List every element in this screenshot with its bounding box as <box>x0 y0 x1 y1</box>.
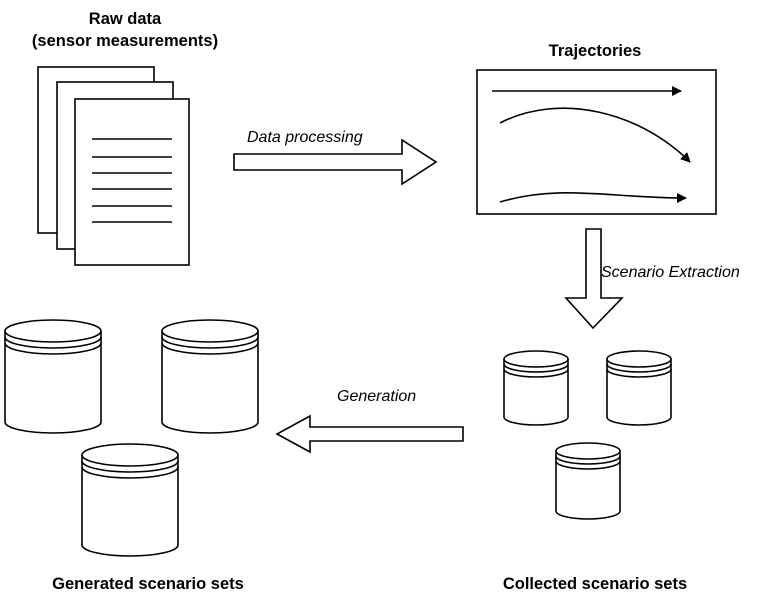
generated-database-1 <box>4 319 102 434</box>
generation-label: Generation <box>337 388 416 405</box>
scenario-extraction-arrow <box>564 228 624 330</box>
raw-data-title: Raw data <box>89 10 162 28</box>
collected-database-3 <box>555 442 621 520</box>
data-processing-arrow <box>233 138 438 186</box>
generated-sets-label: Generated scenario sets <box>52 575 244 593</box>
generated-database-2 <box>161 319 259 434</box>
generated-database-3 <box>81 443 179 557</box>
generation-arrow <box>275 414 464 454</box>
document-stack-icon <box>37 66 190 266</box>
collected-database-1 <box>503 350 569 426</box>
trajectory-plot-icon <box>476 69 717 215</box>
collected-sets-label: Collected scenario sets <box>503 575 687 593</box>
collected-database-2 <box>606 350 672 426</box>
scenario-extraction-label: Scenario Extraction <box>601 264 740 281</box>
data-processing-label: Data processing <box>247 129 363 146</box>
raw-data-subtitle: (sensor measurements) <box>32 32 218 50</box>
trajectories-title: Trajectories <box>549 42 642 60</box>
